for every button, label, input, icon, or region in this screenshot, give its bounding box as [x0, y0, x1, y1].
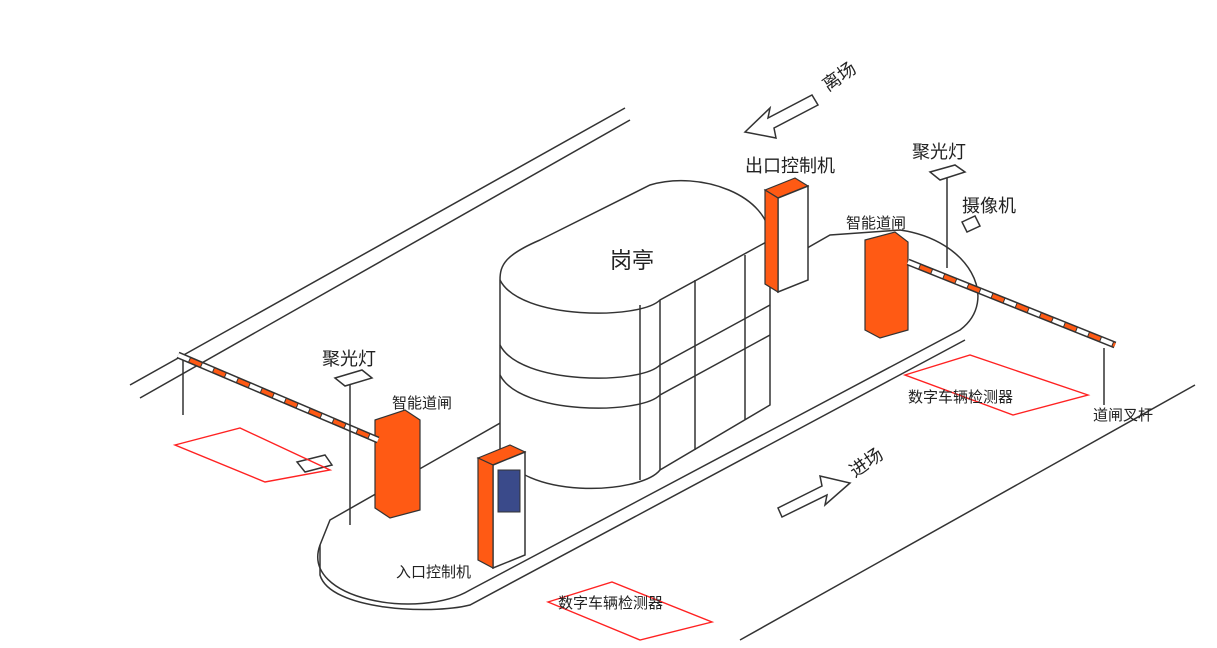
vehicle-detector-left-area — [172, 427, 333, 483]
exit-arrow-icon — [743, 94, 820, 139]
gate-fork-rod-label: 道闸叉杆 — [1093, 406, 1153, 424]
right-smart-gate — [864, 164, 1117, 405]
booth-label: 岗亭 — [610, 249, 654, 274]
entry-controller-device — [476, 444, 527, 570]
exit-controller-device — [763, 177, 810, 294]
vehicle-detector-bottom-area — [545, 581, 715, 641]
spotlight-left-label: 聚光灯 — [322, 349, 376, 370]
entry-direction-label: 进场 — [846, 444, 888, 482]
vehicle-detector-right-label: 数字车辆检测器 — [908, 388, 1013, 406]
camera-label: 摄像机 — [962, 196, 1016, 217]
entry-controller-label: 入口控制机 — [396, 563, 471, 581]
smart-gate-right-label: 智能道闸 — [846, 214, 906, 232]
booth — [499, 179, 771, 490]
entry-arrow-icon — [777, 475, 852, 519]
spotlight-right-label: 聚光灯 — [912, 142, 966, 163]
vehicle-detector-right-area — [902, 354, 1091, 416]
left-smart-gate — [176, 351, 421, 525]
exit-direction-label: 离场 — [819, 58, 861, 96]
vehicle-detector-bottom-label: 数字车辆检测器 — [558, 594, 663, 612]
road-lines — [129, 107, 1196, 641]
exit-controller-label: 出口控制机 — [745, 156, 835, 177]
smart-gate-left-label: 智能道闸 — [392, 394, 452, 412]
